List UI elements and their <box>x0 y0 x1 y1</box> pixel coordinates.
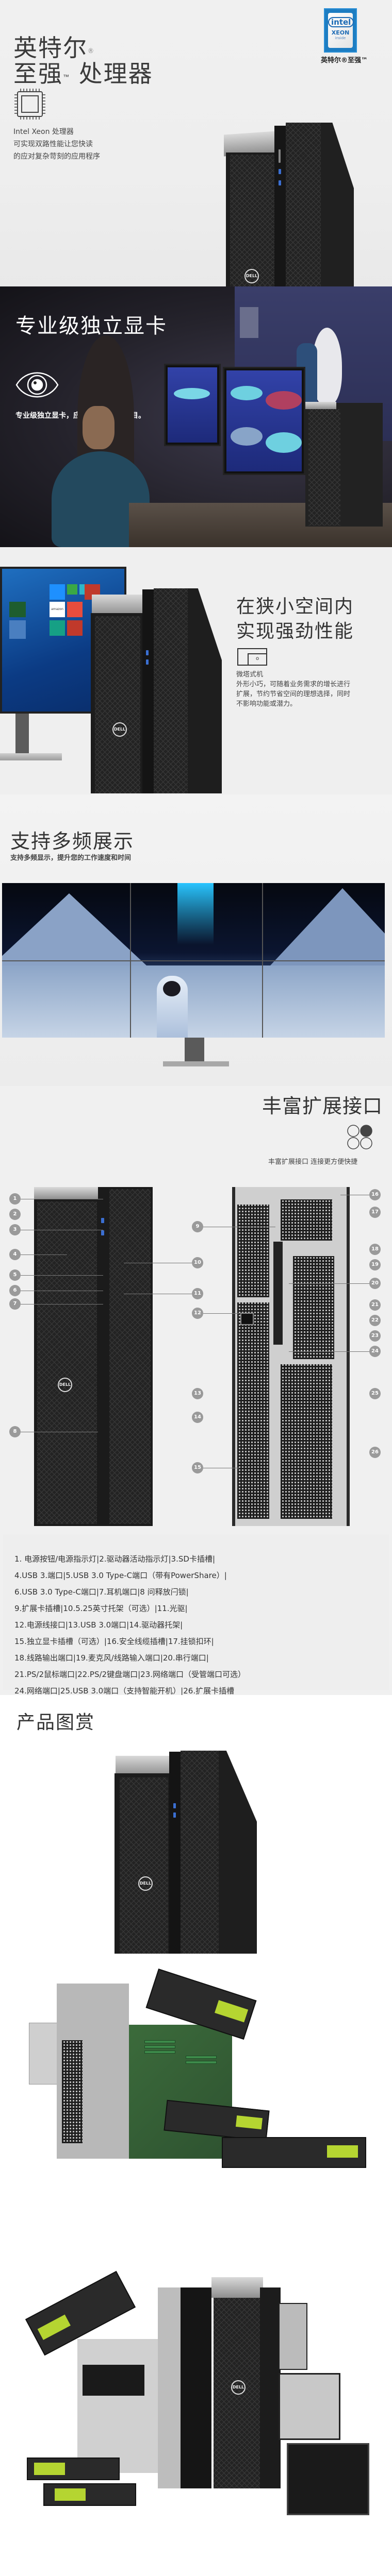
ports-list-continued: 1. 电源按钮/电源指示灯|2.驱动器活动指示灯|3.SD卡插槽| 4.USB … <box>0 1535 392 1695</box>
xeon-label: XEON <box>331 29 350 36</box>
desc-line: 不影响功能或潜力。 <box>236 700 297 708</box>
callout-2: 2 <box>9 1209 21 1220</box>
callout-12: 12 <box>192 1308 203 1319</box>
monitor-right <box>223 367 305 475</box>
product-gallery-section: 产品图赏 DELL <box>0 1695 392 2571</box>
callout-22: 22 <box>369 1315 381 1326</box>
inside-label: inside <box>335 36 346 40</box>
eye-icon <box>15 372 59 398</box>
professional-gpu-section: 专业级独立显卡 专业级独立显卡，应对要求严苛的项目。 <box>0 286 392 547</box>
xeon-desc-line: 的应对复杂苛刻的应用程序 <box>13 152 100 161</box>
callout-14: 14 <box>192 1412 203 1423</box>
four-circles-icon <box>347 1125 372 1149</box>
dell-logo: DELL <box>58 1378 72 1392</box>
compact-title-line2: 实现强劲性能 <box>236 621 354 642</box>
callout-6: 6 <box>9 1285 21 1296</box>
dell-logo: DELL <box>244 269 259 283</box>
callout-26: 26 <box>369 1447 381 1458</box>
ports-list-line: 24.网络端口|25.USB 3.0端口（支持智能开机）|26.扩展卡插槽 <box>14 1686 235 1695</box>
callout-16: 16 <box>369 1189 381 1200</box>
callout-4: 4 <box>9 1249 21 1260</box>
multi-display-title: 支持多频展示 <box>10 830 135 853</box>
ports-list-line: 21.PS/2鼠标端口|22.PS/2键盘端口|23.网络端口（受管端口可选） <box>14 1670 246 1679</box>
monitor-base <box>0 753 62 760</box>
callout-10: 10 <box>192 1257 203 1268</box>
callout-23: 23 <box>369 1330 381 1342</box>
xeon-description: Intel Xeon 处理器 可实现双路性能让您快读 的应对复杂苛刻的应用程序 <box>13 126 100 163</box>
callout-8: 8 <box>9 1426 21 1437</box>
callout-25: 25 <box>369 1388 381 1399</box>
ports-list-line: 18.线路输出端口|19.麦克风/线路输入端口|20.串行端口| <box>14 1653 209 1663</box>
ports-list-line: 6.USB 3.0 Type-C端口|7.耳机端口|8 问释放闩锁| <box>14 1587 189 1597</box>
xeon-title-line1: 英特尔® <box>13 34 95 62</box>
compact-title-line1: 在狭小空间内 <box>236 596 354 617</box>
callout-19: 19 <box>369 1259 381 1270</box>
monitor-left <box>164 364 221 446</box>
callout-1: 1 <box>9 1193 21 1205</box>
dell-logo: DELL <box>112 722 127 737</box>
compact-performance-section: amazon DELL 在狭小空间内 实现强劲性能 o 微塔式机 外形小巧，可随… <box>0 547 392 794</box>
monitor-stand <box>185 1038 204 1062</box>
multi-display-subtitle: 支持多频显示，提升您的工作速度和时间 <box>10 854 132 862</box>
desc-line: 扩展，节约节省空间的理想选择，同时 <box>236 690 351 698</box>
monitor-stand <box>15 714 29 755</box>
badge-caption: 英特尔®至强™ <box>321 57 368 64</box>
callout-13: 13 <box>192 1388 203 1399</box>
callout-3: 3 <box>9 1224 21 1235</box>
callout-5: 5 <box>9 1269 21 1281</box>
xeon-desc-line: 可实现双路性能让您快读 <box>13 140 93 148</box>
compact-description: 微塔式机 外形小巧，可随着业务需求的增长进行 扩展，节约节省空间的理想选择，同时… <box>236 670 370 709</box>
gpu-title: 专业级独立显卡 <box>15 314 167 338</box>
desc-line: 外形小巧，可随着业务需求的增长进行 <box>236 681 351 688</box>
intel-xeon-badge: intel XEON inside <box>324 8 357 53</box>
multi-display-section: 支持多频展示 支持多频显示，提升您的工作速度和时间 <box>0 794 392 1086</box>
desc-heading: 微塔式机 <box>236 671 264 679</box>
callout-7: 7 <box>9 1298 21 1310</box>
gallery-title: 产品图赏 <box>17 1712 95 1733</box>
xeon-title-line2: 至强™ 处理器 <box>13 60 153 88</box>
dell-logo: DELL <box>138 1876 153 1891</box>
callout-20: 20 <box>369 1278 381 1289</box>
intel-logo: intel <box>328 17 354 27</box>
callout-17: 17 <box>369 1207 381 1218</box>
ports-list-line: 1. 电源按钮/电源指示灯|2.驱动器活动指示灯|3.SD卡插槽| <box>14 1554 215 1564</box>
amazon-tile: amazon <box>50 602 65 617</box>
callout-24: 24 <box>369 1346 381 1357</box>
small-form-factor-icon: o <box>237 648 267 666</box>
xeon-desc-line: Intel Xeon 处理器 <box>13 128 74 136</box>
callout-18: 18 <box>369 1244 381 1255</box>
video-wall-image <box>2 883 385 1038</box>
cpu-chip-icon <box>14 89 45 120</box>
dell-logo: DELL <box>231 2380 246 2395</box>
ports-subtitle: 丰富扩展接口 连接更方便快捷 <box>268 1158 358 1166</box>
ports-list-line: 15.独立显卡插槽（可选）|16.安全线缆插槽|17.挂锁扣环| <box>14 1637 214 1646</box>
ports-list-line: 4.USB 3.端口|5.USB 3.0 Type-C端口（带有PowerSha… <box>14 1571 227 1580</box>
ports-list-line: 9.扩展卡插槽|10.5.25英寸托架（可选）|11.光驱| <box>14 1604 188 1613</box>
callout-9: 9 <box>192 1221 203 1232</box>
callout-15: 15 <box>192 1462 203 1473</box>
ports-title: 丰富扩展接口 <box>262 1095 383 1117</box>
ports-list-line: 12.电源线接口|13.USB 3.0端口|14.驱动器托架| <box>14 1620 183 1630</box>
xeon-processor-section: 英特尔® 至强™ 处理器 Intel Xeon 处理器 可实现双路性能让您快读 … <box>0 0 392 286</box>
monitor-base <box>163 1061 229 1066</box>
callout-21: 21 <box>369 1299 381 1311</box>
callout-11: 11 <box>192 1288 203 1299</box>
